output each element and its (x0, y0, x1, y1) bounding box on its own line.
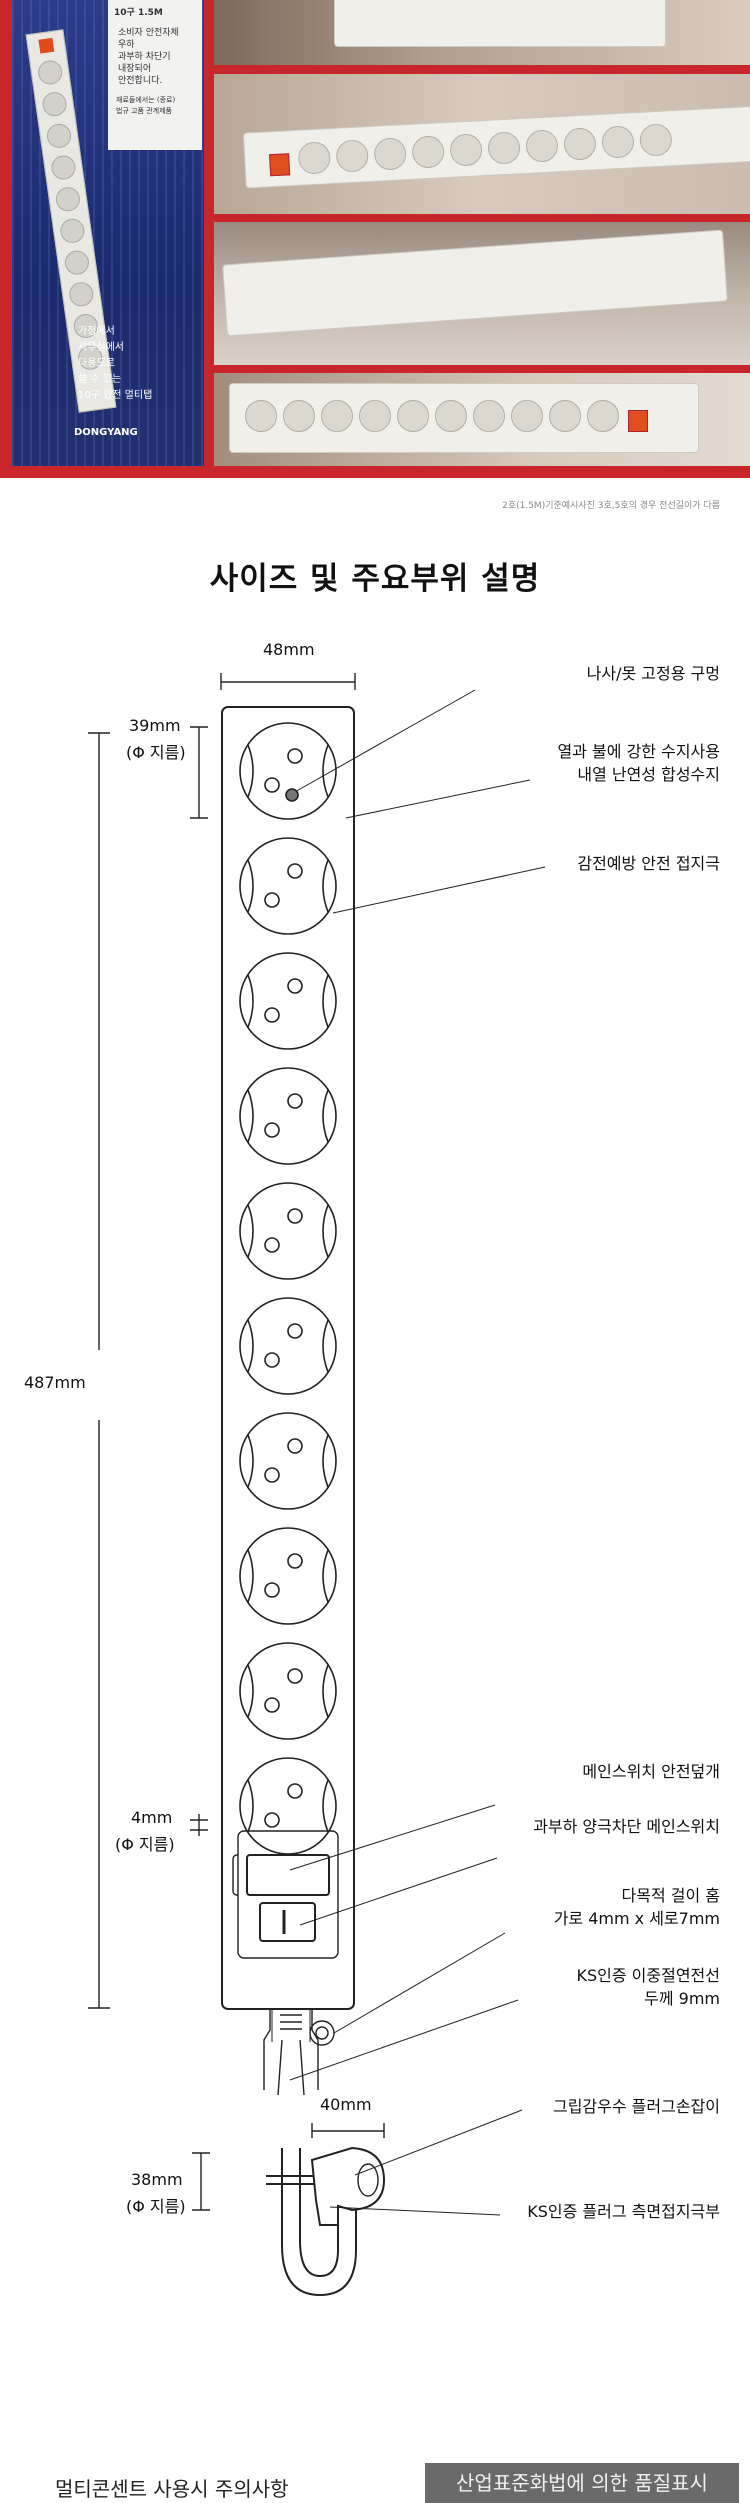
width-dim-label: 48mm (263, 640, 315, 659)
plug-body (310, 2146, 386, 2226)
socket-outlet (239, 1067, 337, 1165)
length-dim-label: 487mm (24, 1373, 86, 1392)
switch-cover (246, 1854, 330, 1896)
leader-grip (354, 2109, 523, 2176)
quality-mark-badge: 산업표준화법에 의한 품질표시 (425, 2463, 739, 2503)
leader-resin (345, 779, 531, 819)
strip-socket-image (511, 400, 543, 432)
package-feature: 우하 (118, 40, 135, 50)
strip-body-image (334, 0, 666, 47)
plug-dia-label: 38mm (131, 2170, 183, 2189)
diagram-title: 사이즈 및 주요부위 설명 (209, 561, 541, 597)
plug-width-label: 40mm (320, 2095, 372, 2114)
cable (277, 2039, 305, 2096)
strip-body-image (229, 383, 699, 453)
package-slogan-line: 쓸 수 있는 (78, 374, 122, 385)
strip-socket-image (245, 400, 277, 432)
gap-dim-sub-label: (Φ 지름) (115, 1835, 175, 1854)
strip-switch-image (628, 410, 648, 432)
package-feature: 내장되어 (118, 64, 152, 74)
screw-hole (285, 788, 299, 802)
product-photo-top (214, 0, 750, 65)
hanger-hole-inner (315, 2026, 329, 2040)
strip-socket-image (359, 400, 391, 432)
callout-plug-ground: KS인증 플러그 측면접지극부 (527, 2202, 720, 2221)
package-note: 법규 고품 관계제품 (116, 107, 172, 115)
callout-switch-cover: 메인스위치 안전덮개 (582, 1762, 720, 1781)
socket-outlet (239, 837, 337, 935)
callout-cable-1: KS인증 이중절연전선 (576, 1966, 721, 1985)
product-photo-back (214, 222, 750, 365)
package-brand-logo: DONGYANG (74, 427, 138, 438)
package-slogan-line: 가정에서 (78, 326, 115, 337)
leader-main-switch (299, 1857, 498, 1926)
strip-socket-image (321, 400, 353, 432)
socket-outlet (239, 1527, 337, 1625)
callout-hanger-1: 다목적 걸이 홈 (621, 1886, 721, 1905)
leader-switch-cover (289, 1804, 496, 1871)
package-slogan-line: 사무실에서 (78, 342, 124, 353)
callout-ground: 감전예방 안전 접지극 (577, 854, 720, 873)
socket-column (239, 722, 337, 1855)
strip-socket-image (473, 400, 505, 432)
package-note: 재료들에서는 (종료) (116, 96, 176, 104)
callout-main-switch: 과부하 양극차단 메인스위치 (533, 1817, 720, 1836)
strip-socket-image (587, 400, 619, 432)
callout-grip: 그립감우수 플러그손잡이 (552, 2097, 720, 2116)
strip-socket-image (435, 400, 467, 432)
socket-outlet (239, 722, 337, 820)
package-slogan-line: 다용도로 (78, 358, 115, 369)
cable-loop (281, 2148, 357, 2297)
plug-dia-sub-label: (Φ 지름) (126, 2197, 186, 2216)
socket-dia-sub-label: (Φ 지름) (126, 743, 186, 762)
strip-socket-image (283, 400, 315, 432)
strip-socket-image (549, 400, 581, 432)
leader-ground (332, 866, 546, 914)
package-box-photo: 10구 1.5M 소비자 안전자체 우하 과부하 차단기 내장되어 안전합니다.… (12, 0, 204, 466)
leader-cable (289, 1999, 519, 2081)
package-feature: 안전합니다. (118, 76, 163, 86)
package-slogan-line: 10구 안전 멀티탭 (78, 390, 153, 401)
warnings-heading: 멀티콘센트 사용시 주의사항 (55, 2477, 289, 2501)
product-photo-front (214, 373, 750, 466)
product-photo-section: 10구 1.5M 소비자 안전자체 우하 과부하 차단기 내장되어 안전합니다.… (0, 0, 750, 478)
callout-resin-2: 내열 난연성 합성수지 (577, 765, 720, 784)
socket-outlet (239, 1182, 337, 1280)
socket-outlet (239, 1412, 337, 1510)
package-spec-badge: 10구 1.5M (114, 8, 163, 18)
leader-hanger (333, 1932, 506, 2034)
socket-outlet (239, 1642, 337, 1740)
plug-grip (357, 2163, 379, 2197)
callout-cable-2: 두께 9mm (644, 1989, 720, 2008)
package-label-panel: 10구 1.5M 소비자 안전자체 우하 과부하 차단기 내장되어 안전합니다.… (108, 0, 202, 150)
product-photo-angled (214, 74, 750, 214)
package-feature: 소비자 안전자체 (118, 28, 179, 38)
socket-outlet (239, 952, 337, 1050)
cable-loop-inner (299, 2148, 339, 2278)
photo-caption: 2호(1.5M)기준예시사진 3호,5호의 경우 전선길이가 다름 (502, 501, 720, 511)
socket-outlet (239, 1297, 337, 1395)
strip-socket-image (397, 400, 429, 432)
leader-plug-ground (329, 2206, 501, 2216)
callout-resin-1: 열과 불에 강한 수지사용 (557, 742, 720, 761)
gap-dim-label: 4mm (131, 1808, 173, 1827)
package-feature: 과부하 차단기 (118, 52, 171, 62)
cable-relief (263, 2008, 319, 2090)
callout-screw-hole: 나사/못 고정용 구멍 (586, 664, 720, 683)
strip-outline (221, 706, 355, 2010)
main-switch (259, 1902, 316, 1942)
socket-dia-label: 39mm (129, 716, 181, 735)
callout-hanger-2: 가로 4mm x 세로7mm (553, 1909, 720, 1928)
socket-outlet (239, 1757, 337, 1855)
